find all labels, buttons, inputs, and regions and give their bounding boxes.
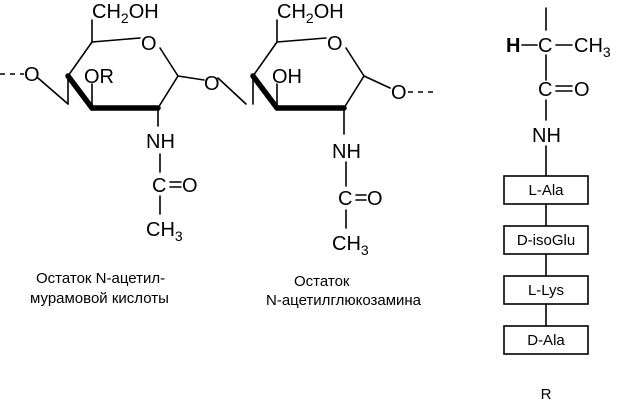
methyl-label: CH3	[146, 219, 183, 244]
peptide-box: L-Ala	[503, 175, 589, 205]
ring-bond-c3-c4	[250, 73, 280, 111]
alpha-carbon: C	[538, 35, 552, 57]
peptide-box-frame	[503, 325, 589, 355]
nh-label: NH	[332, 141, 361, 163]
glucosamine-caption-line1: Остаток	[294, 273, 350, 290]
ch2oh-label: CH2OH	[92, 1, 159, 26]
peptide-label: L-Ala	[528, 182, 564, 199]
nh-label: NH	[146, 131, 175, 153]
carbonyl-oxygen: O	[367, 188, 383, 210]
ring-bond-c5-o	[91, 37, 141, 43]
peptide-label: D-isoGlu	[517, 232, 575, 249]
peptide-label: D-Ala	[527, 332, 565, 349]
muramic-caption-line2: мурамовой кислоты	[30, 290, 169, 307]
peptide-box: D-Ala	[503, 325, 589, 355]
peptide-box-frame	[503, 175, 589, 205]
ring-bond-c4-c5	[252, 41, 278, 77]
peptide-box-frame	[503, 225, 589, 255]
carbonyl-oxygen: O	[182, 175, 198, 197]
ring-bond-c1-c2	[157, 75, 179, 109]
methyl-label: CH3	[332, 233, 369, 258]
c1-o-bond	[363, 75, 391, 89]
ring-bond-c3-c4	[65, 73, 95, 111]
carbonyl-carbon: C	[338, 188, 352, 210]
ring-oxygen: O	[141, 33, 157, 55]
ring-bond-o-c1	[345, 47, 365, 77]
r-label: R	[541, 386, 552, 403]
glycosidic-oxygen: O	[204, 73, 220, 95]
muramic-acid-residue: CH2OH O O OR NH C O CH3 Остаток N-ацетил…	[0, 1, 205, 307]
ch2oh-label: CH2OH	[277, 1, 344, 26]
peptide-box: D-isoGlu	[503, 225, 589, 255]
ring-oxygen: O	[327, 33, 343, 55]
left-glycosidic-oxygen: O	[24, 64, 40, 86]
peptide-label: L-Lys	[528, 282, 564, 299]
carbonyl-carbon: C	[152, 175, 166, 197]
c1-glycosidic-bond	[177, 75, 205, 81]
ring-bond-c4-c5	[67, 41, 93, 77]
muramic-caption-line1: Остаток N-ацетил-	[36, 270, 165, 287]
ring-bond-c1-c2	[343, 75, 365, 109]
left-o-bond	[37, 77, 69, 105]
glucosamine-residue: CH2OH O O OH NH C O CH3 Остаток N-ацетил…	[250, 1, 436, 309]
methyl-label: CH3	[574, 35, 611, 60]
carbonyl-carbon: C	[538, 79, 552, 101]
glucosamine-caption-line2: N-ацетилглюкозамина	[266, 292, 422, 309]
right-glycosidic-oxygen: O	[391, 82, 407, 104]
ring-bond-c5-o	[276, 37, 327, 43]
oh-label: OH	[272, 66, 302, 88]
ring-bond-o-c1	[159, 47, 179, 77]
peptide-box: L-Lys	[503, 275, 589, 305]
glycosidic-o-c4-bond	[217, 77, 247, 105]
hydrogen-label: H	[506, 35, 520, 57]
carbonyl-oxygen: O	[574, 79, 590, 101]
nh-label: NH	[532, 125, 561, 147]
or-label: OR	[84, 66, 114, 88]
